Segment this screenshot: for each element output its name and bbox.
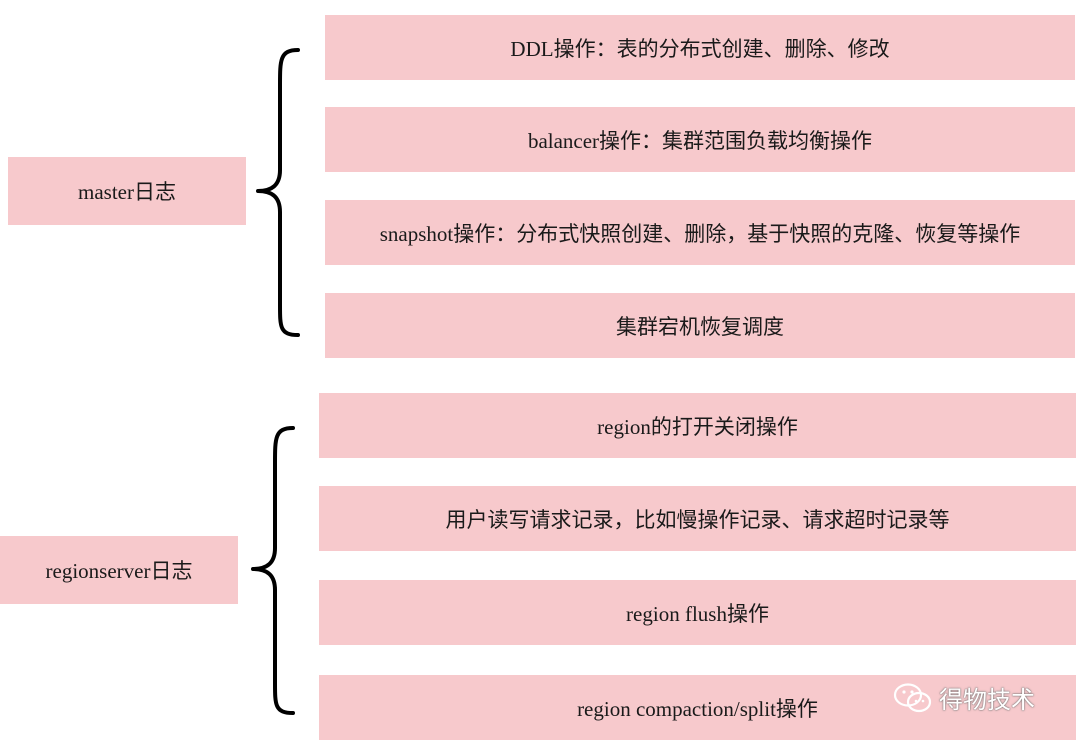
watermark-text: 得物技术 [939, 686, 1035, 714]
regionserver-item-open-close: region的打开关闭操作 [319, 393, 1076, 458]
regionserver-item-compaction: region compaction/split操作 [319, 675, 1076, 740]
regionserver-brace [251, 426, 295, 715]
master-item-ddl: DDL操作：表的分布式创建、删除、修改 [325, 15, 1075, 80]
master-item-snapshot: snapshot操作：分布式快照创建、删除，基于快照的克隆、恢复等操作 [325, 200, 1075, 265]
master-item-balancer: balancer操作：集群范围负载均衡操作 [325, 107, 1075, 172]
master-item-recovery: 集群宕机恢复调度 [325, 293, 1075, 358]
wechat-icon [893, 682, 932, 712]
regionserver-log-box: regionserver日志 [0, 536, 238, 604]
regionserver-item-requests: 用户读写请求记录，比如慢操作记录、请求超时记录等 [319, 486, 1076, 551]
regionserver-item-flush: region flush操作 [319, 580, 1076, 645]
master-log-box: master日志 [8, 157, 246, 225]
master-brace [256, 48, 300, 337]
watermark: 得物技术 [893, 680, 1035, 715]
